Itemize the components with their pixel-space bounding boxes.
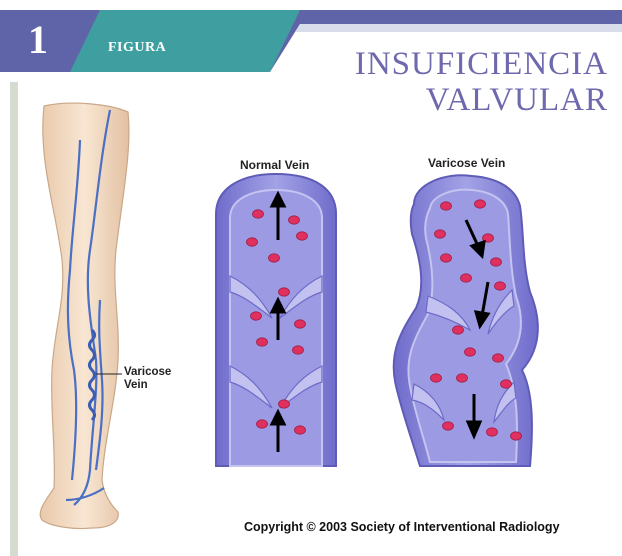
varicose-vein-illustration bbox=[394, 175, 538, 466]
blood-cell bbox=[247, 238, 258, 246]
copyright-notice: Copyright © 2003 Society of Intervention… bbox=[244, 520, 560, 534]
varicose-callout-line-2: Vein bbox=[124, 379, 148, 391]
blood-cell bbox=[491, 258, 502, 266]
blood-cell bbox=[435, 230, 446, 238]
blood-cell bbox=[251, 312, 262, 320]
blood-cell bbox=[487, 428, 498, 436]
blood-cell bbox=[269, 254, 280, 262]
normal-vein-illustration bbox=[216, 174, 336, 466]
varicose-vein-label: Varicose Vein bbox=[428, 156, 505, 170]
blood-cell bbox=[431, 374, 442, 382]
blood-cell bbox=[279, 288, 290, 296]
varicose-callout-line-1: Varicose bbox=[124, 366, 171, 378]
blood-cell bbox=[443, 422, 454, 430]
blood-cell bbox=[253, 210, 264, 218]
leg-illustration bbox=[40, 103, 129, 528]
blood-cell bbox=[297, 232, 308, 240]
blood-cell bbox=[295, 320, 306, 328]
blood-cell bbox=[465, 348, 476, 356]
blood-cell bbox=[511, 432, 522, 440]
blood-cell bbox=[457, 374, 468, 382]
blood-cell bbox=[293, 346, 304, 354]
blood-cell bbox=[257, 420, 268, 428]
blood-cell bbox=[441, 254, 452, 262]
blood-cell bbox=[495, 282, 506, 290]
blood-cell bbox=[441, 202, 452, 210]
blood-cell bbox=[461, 274, 472, 282]
leg-outline bbox=[40, 103, 129, 528]
blood-cell bbox=[295, 426, 306, 434]
normal-vein-label: Normal Vein bbox=[240, 158, 309, 172]
blood-cell bbox=[279, 400, 290, 408]
blood-cell bbox=[475, 200, 486, 208]
blood-cell bbox=[257, 338, 268, 346]
blood-cell bbox=[453, 326, 464, 334]
blood-cell bbox=[501, 380, 512, 388]
blood-cell bbox=[493, 354, 504, 362]
blood-cell bbox=[289, 216, 300, 224]
